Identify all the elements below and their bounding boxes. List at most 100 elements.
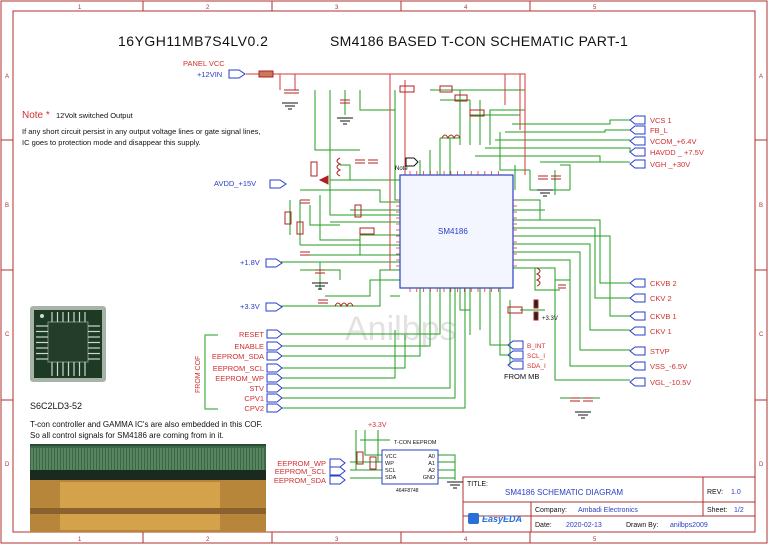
sheet-label: Sheet: [707, 507, 727, 514]
row-marker-d: D [5, 462, 10, 468]
output-port-vcs-1 [629, 115, 646, 125]
cof-ic-photo [30, 306, 106, 382]
note-small: Note [395, 166, 408, 172]
output-label-vss-6-5v: VSS_-6.5V [650, 362, 687, 371]
col-marker-1b: 1 [78, 537, 82, 543]
eeprom-part: 464F8748 [396, 488, 419, 494]
output-port-vcom-6-4v [629, 136, 646, 146]
col-marker-4b: 4 [464, 537, 468, 543]
mb-port-scl-i [507, 350, 524, 360]
title-value: SM4186 SCHEMATIC DIAGRAM [505, 488, 623, 497]
date-label: Date: [535, 522, 552, 529]
eeprom-title: T-CON EEPROM [394, 440, 437, 446]
col-marker-3: 3 [335, 5, 339, 11]
cof-label-eeprom-sda: EEPROM_SDA [212, 352, 264, 361]
vin-label: +12VIN [197, 70, 222, 79]
ic-body [399, 174, 514, 289]
drawn-value: anilbps2009 [670, 522, 708, 529]
mb-label-sda-i: SDA_I [527, 363, 546, 370]
easyeda-logo-text: EasyEDA [482, 514, 522, 524]
output-label-ckv-2: CKV 2 [650, 294, 672, 303]
note-line-2: IC goes to protection mode and disappear… [22, 138, 201, 147]
company-value: Ambadi Electronics [578, 507, 638, 514]
eeprom-pin-sda: SDA [385, 475, 397, 481]
output-port-ckv-1 [629, 326, 646, 336]
v33-right-label: +3.3V [542, 316, 558, 322]
from-mb-label: FROM MB [504, 372, 539, 381]
col-marker-2b: 2 [206, 537, 210, 543]
mb-port-sda-i [507, 360, 524, 370]
eeprom-pin-a0: A0 [428, 454, 435, 460]
row-marker-a2: A [759, 74, 763, 80]
note-text: 12Volt switched Output [56, 111, 134, 120]
output-label-havdd-7-5v: HAVDD _ +7.5V [650, 148, 704, 157]
schematic-title: SM4186 BASED T-CON SCHEMATIC PART-1 [330, 33, 628, 49]
easyeda-logo-icon [468, 513, 479, 524]
col-marker-4: 4 [464, 5, 468, 11]
rev-value: 1.0 [731, 489, 741, 496]
cof-port-eeprom-wp [266, 373, 283, 383]
eeprom-signal-label-eeprom-sda: EEPROM_SDA [274, 476, 326, 485]
watermark: Anilbps [345, 310, 457, 348]
cof-label-eeprom-scl: EEPROM_SCL [213, 364, 264, 373]
row-marker-d2: D [759, 462, 764, 468]
output-port-vgl-10-5v [629, 377, 646, 387]
note-port [405, 157, 419, 167]
frame-markers: 1 2 3 4 5 1 2 3 4 5 A B C D A B C D [5, 5, 764, 543]
output-label-fb-l: FB_L [650, 126, 668, 135]
easyeda-logo: EasyEDA [468, 513, 522, 524]
tcon-note-1: T-con controller and GAMMA IC's are also… [30, 420, 263, 429]
eeprom-pin-vcc: VCC [385, 454, 397, 460]
cof-port-stv [266, 383, 283, 393]
cof-flex-photo [30, 444, 266, 532]
model-number: 16YGH11MB7S4LV0.2 [118, 33, 268, 49]
rev-label: REV: [707, 489, 723, 496]
cof-label-cpv1: CPV1 [244, 394, 264, 403]
eeprom-signal-port-eeprom-wp [329, 458, 346, 468]
tcon-note-2: So all control signals for SM4186 are co… [30, 431, 224, 440]
v33-port [265, 302, 283, 312]
col-marker-5b: 5 [593, 537, 597, 543]
eeprom-chip [381, 449, 439, 485]
output-port-ckvb-2 [629, 278, 646, 288]
row-marker-c2: C [759, 332, 764, 338]
ic-pins [396, 171, 517, 292]
row-marker-c: C [5, 332, 10, 338]
mb-label-scl-i: SCL_I [527, 353, 545, 360]
col-marker-2: 2 [206, 5, 210, 11]
eeprom-pin-wp: WP [385, 461, 394, 467]
cof-label-reset: RESET [239, 330, 264, 339]
date-value: 2020-02-13 [566, 522, 602, 529]
output-label-ckvb-2: CKVB 2 [650, 279, 677, 288]
title-label: TITLE: [467, 481, 488, 488]
eeprom-signal-label-eeprom-wp: EEPROM_WP [277, 459, 326, 468]
avdd-label: AVDD_+15V [214, 179, 256, 188]
cof-port-enable [266, 341, 283, 351]
cof-label-stv: STV [249, 384, 264, 393]
drawn-label: Drawn By: [626, 522, 658, 529]
mb-label-b-int: B_INT [527, 343, 545, 350]
note-label: Note * [22, 110, 50, 121]
ic-label: SM4186 [438, 227, 468, 236]
from-cof-label: FROM COF [195, 356, 202, 393]
cof-port-eeprom-scl [266, 363, 283, 373]
output-port-vgh-30v [629, 159, 646, 169]
col-marker-1: 1 [78, 5, 82, 11]
eeprom-signal-port-eeprom-sda [329, 475, 346, 485]
output-label-vgh-30v: VGH _+30V [650, 160, 690, 169]
output-label-ckvb-1: CKVB 1 [650, 312, 677, 321]
cof-label-enable: ENABLE [234, 342, 264, 351]
ic-marking: S6C2LD3-52 [30, 401, 82, 411]
col-marker-3b: 3 [335, 537, 339, 543]
eeprom-signal-port-eeprom-scl [329, 466, 346, 476]
v18-port [265, 258, 283, 268]
v33-label: +3.3V [240, 302, 260, 311]
title-block [462, 476, 756, 533]
eeprom-pin-gnd: GND [423, 475, 435, 481]
eeprom-pin-a2: A2 [428, 468, 435, 474]
